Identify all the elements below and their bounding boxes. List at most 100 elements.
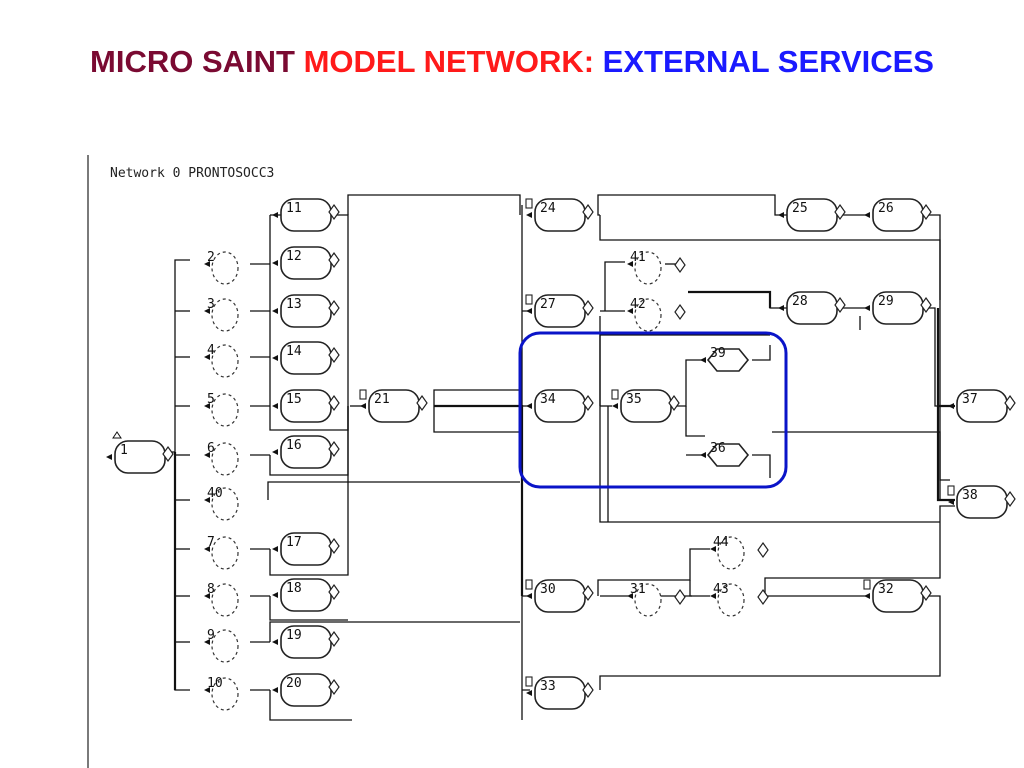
node-7[interactable]: 7 [204, 535, 239, 570]
node-17[interactable]: 17 [272, 532, 340, 566]
node-25[interactable]: 25 [778, 198, 846, 232]
arrowhead-icon [627, 308, 633, 314]
start-marker-icon [112, 431, 122, 439]
node-8[interactable]: 8 [204, 582, 239, 617]
connection-line [599, 595, 941, 690]
node-4[interactable]: 4 [204, 343, 239, 378]
subnetwork-node-shape [717, 583, 745, 617]
node-24[interactable]: 24 [525, 198, 594, 232]
node-27[interactable]: 27 [525, 294, 594, 328]
highlight-box [518, 331, 788, 489]
node-15[interactable]: 15 [272, 389, 340, 423]
node-40[interactable]: 40 [204, 486, 239, 521]
node-37[interactable]: 37 [948, 389, 1016, 423]
decision-diamond-icon [582, 584, 594, 602]
decision-diamond-icon [162, 445, 174, 463]
node-28[interactable]: 28 [778, 291, 846, 325]
node-label: 34 [540, 392, 556, 407]
hex-node-shape [706, 348, 750, 372]
arrowhead-icon [948, 499, 954, 505]
node-label: 26 [878, 201, 894, 216]
node-18[interactable]: 18 [272, 578, 340, 612]
decision-diamond-icon [1004, 394, 1016, 412]
decision-diamond-icon [328, 583, 340, 601]
node-label: 13 [286, 297, 302, 312]
subnetwork-node-shape [211, 298, 239, 332]
node-label: 8 [207, 582, 215, 597]
node-34[interactable]: 34 [526, 389, 594, 423]
connection-line [672, 359, 705, 407]
node-label: 1 [120, 443, 128, 458]
node-9[interactable]: 9 [204, 628, 239, 663]
arrowhead-icon [700, 357, 706, 363]
connection-line [521, 205, 530, 720]
arrowhead-icon [710, 593, 716, 599]
decision-diamond-icon [328, 299, 340, 317]
connection-line [269, 690, 352, 721]
node-13[interactable]: 13 [272, 294, 340, 328]
subnetwork-node-shape [634, 583, 662, 617]
decision-diamond-icon [328, 251, 340, 269]
subnetwork-node-shape [717, 536, 745, 570]
node-21[interactable]: 21 [359, 389, 428, 423]
node-38[interactable]: 38 [947, 485, 1016, 519]
connection-line [752, 345, 771, 478]
arrowhead-icon [627, 261, 633, 267]
node-label: 28 [792, 294, 808, 309]
node-30[interactable]: 30 [525, 579, 594, 613]
queue-icon [525, 294, 533, 305]
node-41[interactable]: 41 [627, 250, 686, 285]
queue-icon [525, 579, 533, 590]
decision-diamond-icon [582, 299, 594, 317]
arrowhead-icon [526, 403, 532, 409]
node-5[interactable]: 5 [204, 392, 239, 427]
connection-line [685, 406, 705, 437]
queue-icon [863, 579, 871, 590]
queue-icon [525, 676, 533, 687]
node-20[interactable]: 20 [272, 673, 340, 707]
node-14[interactable]: 14 [272, 341, 340, 375]
node-16[interactable]: 16 [272, 435, 340, 469]
node-26[interactable]: 26 [864, 198, 932, 232]
arrowhead-icon [778, 212, 784, 218]
node-36[interactable]: 36 [700, 441, 750, 467]
decision-diamond-icon [757, 588, 769, 606]
node-label: 12 [286, 249, 302, 264]
arrowhead-icon [700, 452, 706, 458]
decision-diamond-icon [757, 541, 769, 559]
node-32[interactable]: 32 [863, 579, 932, 613]
subnetwork-node-shape [634, 251, 662, 285]
node-label: 21 [374, 392, 390, 407]
arrowhead-icon [864, 593, 870, 599]
connection-line [433, 389, 521, 433]
node-11[interactable]: 11 [272, 198, 340, 232]
node-label: 37 [962, 392, 978, 407]
node-label: 4 [207, 343, 215, 358]
arrowhead-icon [272, 639, 278, 645]
node-43[interactable]: 43 [710, 582, 769, 617]
node-6[interactable]: 6 [204, 441, 239, 476]
node-19[interactable]: 19 [272, 625, 340, 659]
node-42[interactable]: 42 [627, 297, 686, 332]
node-44[interactable]: 44 [710, 535, 769, 570]
arrowhead-icon [272, 592, 278, 598]
decision-diamond-icon [668, 394, 680, 412]
node-10[interactable]: 10 [204, 676, 239, 711]
node-39[interactable]: 39 [700, 346, 750, 372]
node-33[interactable]: 33 [525, 676, 594, 710]
node-35[interactable]: 35 [611, 389, 680, 423]
decision-diamond-icon [920, 584, 932, 602]
node-label: 38 [962, 488, 978, 503]
node-label: 31 [630, 582, 646, 597]
node-label: 9 [207, 628, 215, 643]
node-1[interactable]: 1 [106, 440, 174, 474]
title-part-external-services: EXTERNAL SERVICES [602, 44, 934, 79]
node-label: 42 [630, 297, 646, 312]
node-31[interactable]: 31 [627, 582, 686, 617]
node-2[interactable]: 2 [204, 250, 239, 285]
node-29[interactable]: 29 [864, 291, 932, 325]
node-3[interactable]: 3 [204, 297, 239, 332]
node-12[interactable]: 12 [272, 246, 340, 280]
subnetwork-node-shape [211, 583, 239, 617]
